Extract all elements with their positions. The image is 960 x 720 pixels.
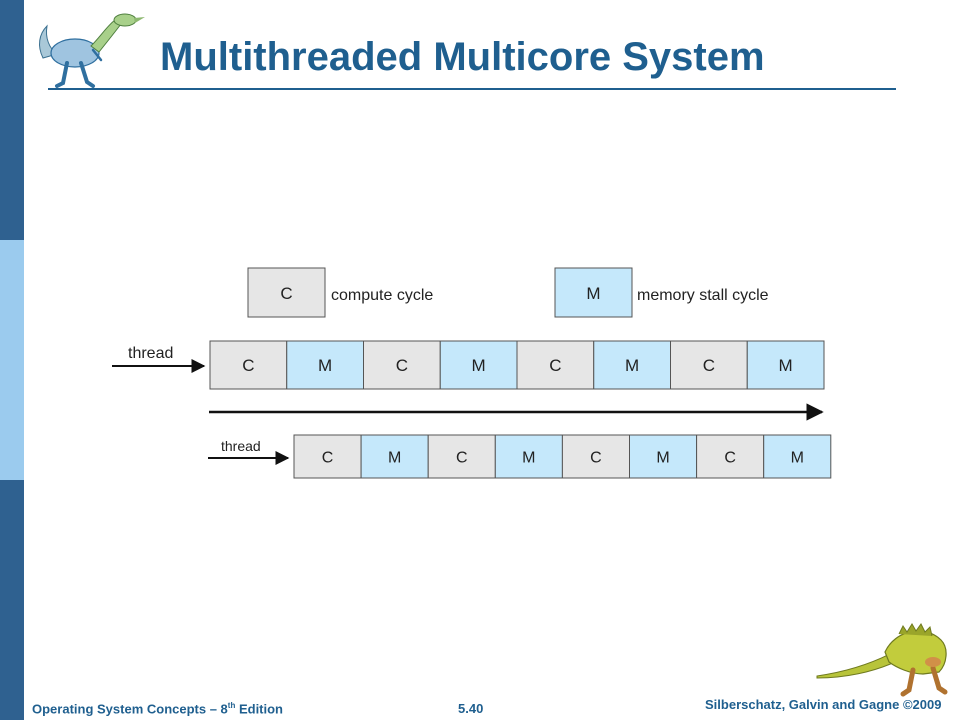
thread2-cell-label: M <box>656 449 669 466</box>
footer-book-title-text: Operating System Concepts – 8 <box>32 701 228 717</box>
thread1-cell-label: C <box>396 356 408 375</box>
thread1-cell-label: M <box>472 356 486 375</box>
thread2-cell-memory <box>360 434 429 479</box>
thread1-cell-compute <box>516 340 595 390</box>
thread1-cell-memory <box>746 340 825 390</box>
thread1-cell-label: C <box>242 356 254 375</box>
thread1-cell-label: M <box>625 356 639 375</box>
thread2-cell-compute <box>293 434 362 479</box>
thread2-cell-compute <box>427 434 496 479</box>
sidebar-band-middle <box>0 240 24 480</box>
thread1-cell-compute <box>670 340 748 390</box>
thread2-cell-compute <box>696 434 765 479</box>
thread2-cell-label: C <box>322 449 334 466</box>
thread1-cell-label: M <box>318 356 332 375</box>
thread1-cell-label: M <box>779 356 793 375</box>
thread2-cell-label: C <box>590 449 602 466</box>
thread2-cell-label: C <box>724 449 736 466</box>
legend-compute-label: compute cycle <box>331 287 433 304</box>
thread2-cell-label: M <box>791 449 804 466</box>
thread2-cell-label: C <box>456 449 468 466</box>
title-underline <box>48 88 896 90</box>
thread1-cell-compute <box>363 340 441 390</box>
legend-memory-box <box>554 267 633 318</box>
footer-edition-word: Edition <box>235 701 284 717</box>
footer-edition-superscript: th <box>227 701 236 710</box>
thread2-cell-memory <box>494 434 563 479</box>
footer-page-number: 5.40 <box>458 701 484 716</box>
legend-compute-box-letter: C <box>280 284 292 303</box>
thread2-cell-memory <box>763 434 832 479</box>
thread1-cell-memory <box>286 340 364 390</box>
legend-memory-box-letter: M <box>586 284 600 303</box>
thread1-cell-label: C <box>549 356 561 375</box>
footer-book-title: Operating System Concepts – 8th Edition <box>32 701 283 716</box>
thread2-cell-label: M <box>522 449 535 466</box>
thread1-cell-memory <box>593 340 671 390</box>
thread2-label: thread <box>221 438 261 454</box>
thread2-cell-label: M <box>388 449 401 466</box>
sidebar-band-bottom <box>0 480 24 720</box>
legend-memory-label: memory stall cycle <box>637 287 769 304</box>
sidebar-band-top <box>0 0 24 240</box>
thread1-cell-memory <box>439 340 518 390</box>
thread2-cell-compute <box>561 434 631 479</box>
thread1-cell-label: C <box>703 356 715 375</box>
legend-compute-box <box>247 267 326 318</box>
thread1-label: thread <box>128 345 173 362</box>
dinosaur-footer-icon <box>816 623 948 697</box>
slide-title: Multithreaded Multicore System <box>160 35 765 79</box>
thread1-cell-compute <box>209 340 288 390</box>
dinosaur-logo-icon <box>39 13 145 88</box>
footer-authors: Silberschatz, Galvin and Gagne ©2009 <box>705 697 942 712</box>
